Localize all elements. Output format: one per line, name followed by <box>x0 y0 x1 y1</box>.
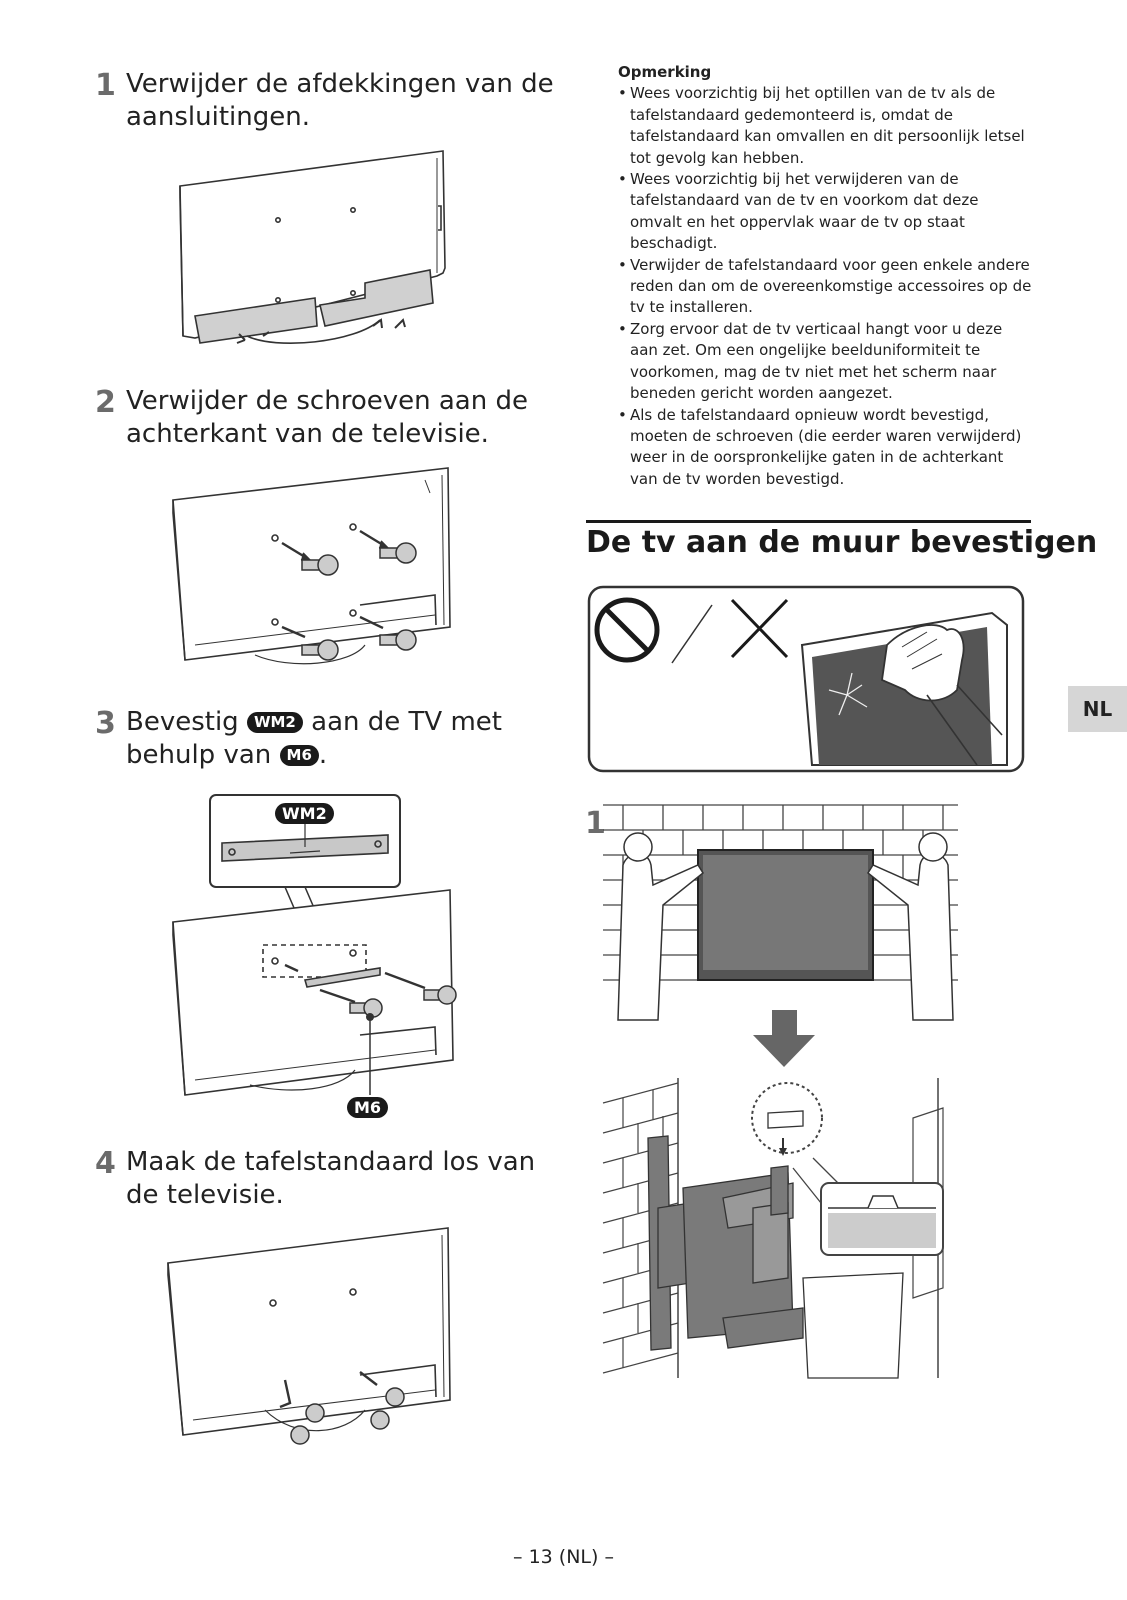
language-tab: NL <box>1068 686 1127 732</box>
step-2: 2 Verwijder de schroeven aan de achterka… <box>95 385 555 451</box>
step-text-part: Bevestig <box>126 707 239 737</box>
step-text: Maak de tafelstandaard los van de televi… <box>126 1147 536 1210</box>
step-4: 4 Maak de tafelstandaard los van de tele… <box>95 1146 555 1212</box>
section-title: De tv aan de muur bevestigen <box>586 525 1098 560</box>
remove-screws-illustration <box>172 467 451 665</box>
step-number: 3 <box>95 706 116 741</box>
note-item: Zorg ervoor dat de tv verticaal hangt vo… <box>618 319 1033 405</box>
note-item: Wees voorzichtig bij het optillen van de… <box>618 83 1033 169</box>
step-text-part: . <box>318 740 328 770</box>
detail-circle-callout <box>751 1082 823 1156</box>
slash-divider <box>671 604 713 664</box>
remove-covers-illustration <box>179 150 446 344</box>
step-3: 3 Bevestig WM2 aan de TV met behulp van … <box>95 706 555 772</box>
step-text: Bevestig WM2 aan de TV met behulp van M6… <box>126 706 555 772</box>
part-badge-wm2: WM2 <box>246 712 303 733</box>
attach-bracket-illustration <box>172 794 457 1096</box>
note-item: Wees voorzichtig bij het verwijderen van… <box>618 169 1033 255</box>
step-text: Verwijder de afdekkingen van de aansluit… <box>126 69 554 132</box>
wall-step-number: 1 <box>585 806 606 841</box>
wall-mount-illustration <box>602 1078 944 1379</box>
step-1: 1 Verwijder de afdekkingen van de aanslu… <box>95 68 555 134</box>
lift-tv-illustration <box>603 804 958 1021</box>
note-list: Wees voorzichtig bij het optillen van de… <box>618 83 1033 490</box>
step-number: 1 <box>95 68 116 103</box>
step-text: Verwijder de schroeven aan de achterkant… <box>126 386 528 449</box>
detach-stand-illustration <box>167 1227 451 1445</box>
callout-wm2: WM2 <box>275 803 334 824</box>
note-block: Opmerking Wees voorzichtig bij het optil… <box>618 62 1033 490</box>
down-arrow-icon <box>753 1010 815 1067</box>
cross-icon <box>730 598 789 659</box>
step-text-part: aan de TV met behulp van <box>126 707 502 770</box>
section-rule <box>586 520 1031 523</box>
note-heading: Opmerking <box>618 63 712 81</box>
note-item: Als de tafelstandaard opnieuw wordt beve… <box>618 405 1033 491</box>
step-number: 2 <box>95 385 116 420</box>
warning-box <box>587 585 1025 773</box>
part-badge-m6: M6 <box>279 745 319 766</box>
page-footer: – 13 (NL) – <box>513 1546 614 1568</box>
cracked-screen-illustration <box>800 611 1008 766</box>
note-item: Verwijder de tafelstandaard voor geen en… <box>618 255 1033 319</box>
step-number: 4 <box>95 1146 116 1181</box>
prohibited-icon <box>594 597 660 663</box>
callout-m6: M6 <box>347 1097 389 1118</box>
detail-zoom-box <box>792 1157 944 1256</box>
